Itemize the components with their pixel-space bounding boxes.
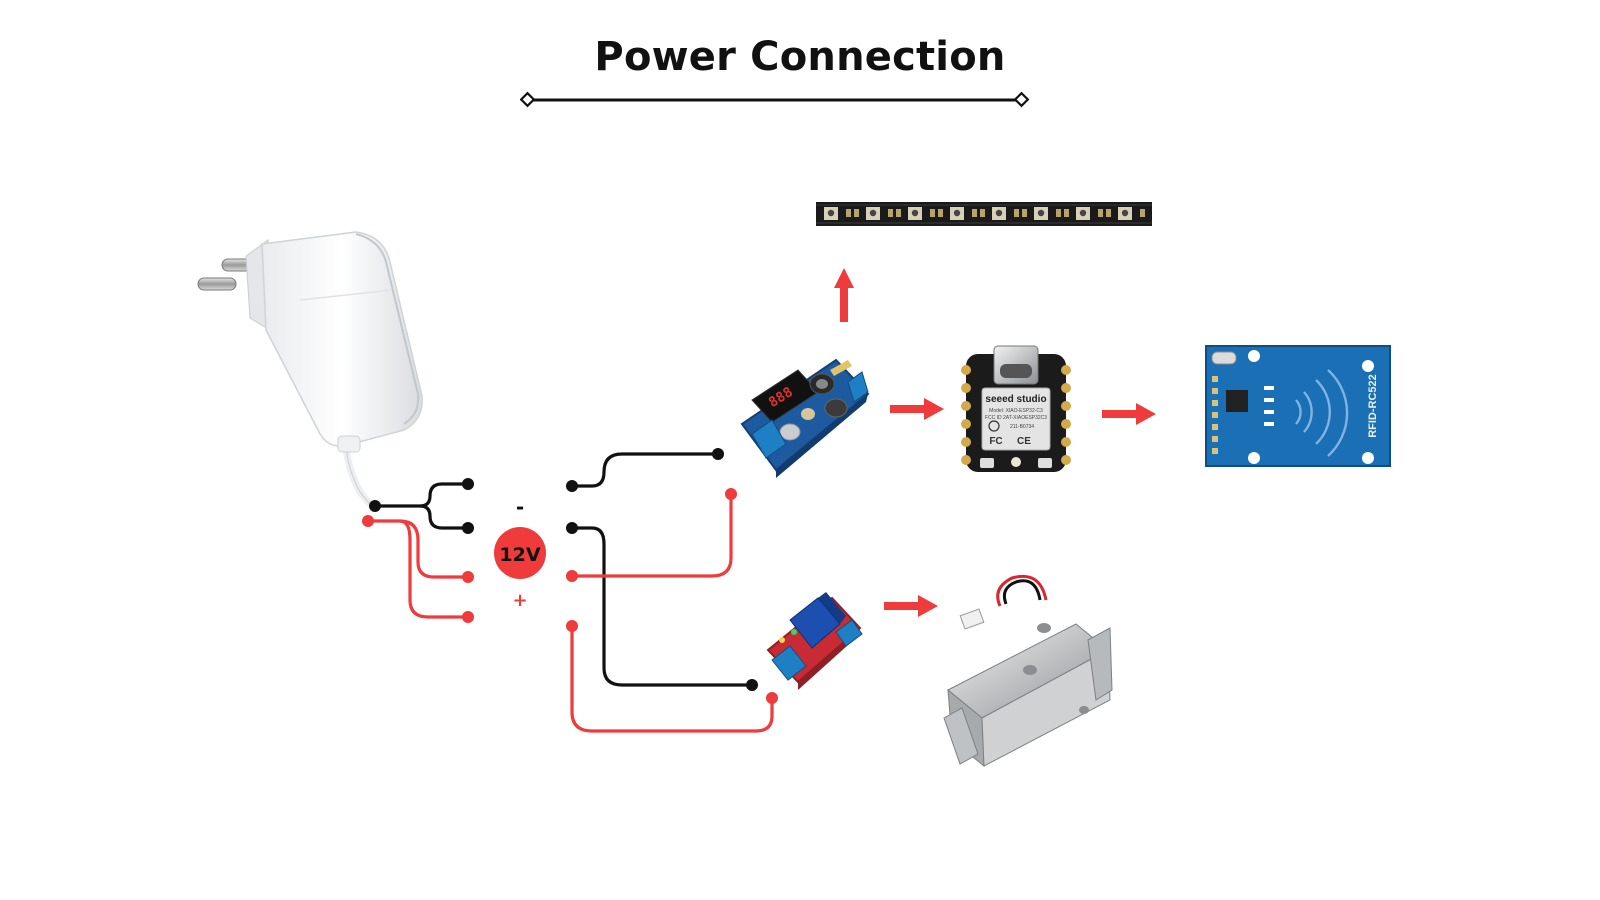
plus-label: + [512, 590, 527, 611]
page-title: Power Connection [594, 34, 1006, 80]
adapter-positive-wires [368, 519, 468, 619]
voltage-badge: 12V [494, 527, 546, 579]
supply-terminals [566, 448, 778, 704]
solenoid-lock-icon [943, 574, 1113, 768]
arrow-up-to-led-strip [834, 268, 854, 322]
adapter-terminals [362, 478, 474, 623]
arrow-mcu-to-rfid [1102, 403, 1156, 425]
power-adapter-icon [197, 231, 423, 510]
arrow-buck-to-mcu [890, 398, 944, 420]
rfid-reader-icon: RFID-RC522 [1205, 345, 1391, 467]
mcu-model: Model: XIAO-ESP32-C3 [989, 408, 1043, 414]
relay-module-icon [766, 592, 863, 690]
minus-label: - [516, 495, 524, 519]
led-strip-icon [816, 202, 1152, 226]
ce-mark: CE [1017, 436, 1031, 447]
fcc-mark: FC [989, 436, 1002, 447]
supply-positive-wires [570, 494, 774, 733]
mcu-cert: 211-B0734 [1010, 424, 1034, 430]
mcu-fcc-id: FCC ID 2AT-XIAOESP32C3 [985, 415, 1047, 421]
title-underline [520, 91, 1030, 108]
rfid-label: RFID-RC522 [1367, 374, 1379, 438]
adapter-negative-wires [375, 482, 468, 530]
microcontroller-icon: seeed studio Model: XIAO-ESP32-C3 FCC ID… [961, 345, 1071, 472]
mcu-brand: seeed studio [985, 394, 1046, 405]
voltage-label: 12V [499, 544, 540, 566]
buck-converter-icon: 888 [740, 358, 870, 478]
arrow-relay-to-lock [884, 595, 938, 617]
supply-negative-wires [572, 452, 752, 687]
